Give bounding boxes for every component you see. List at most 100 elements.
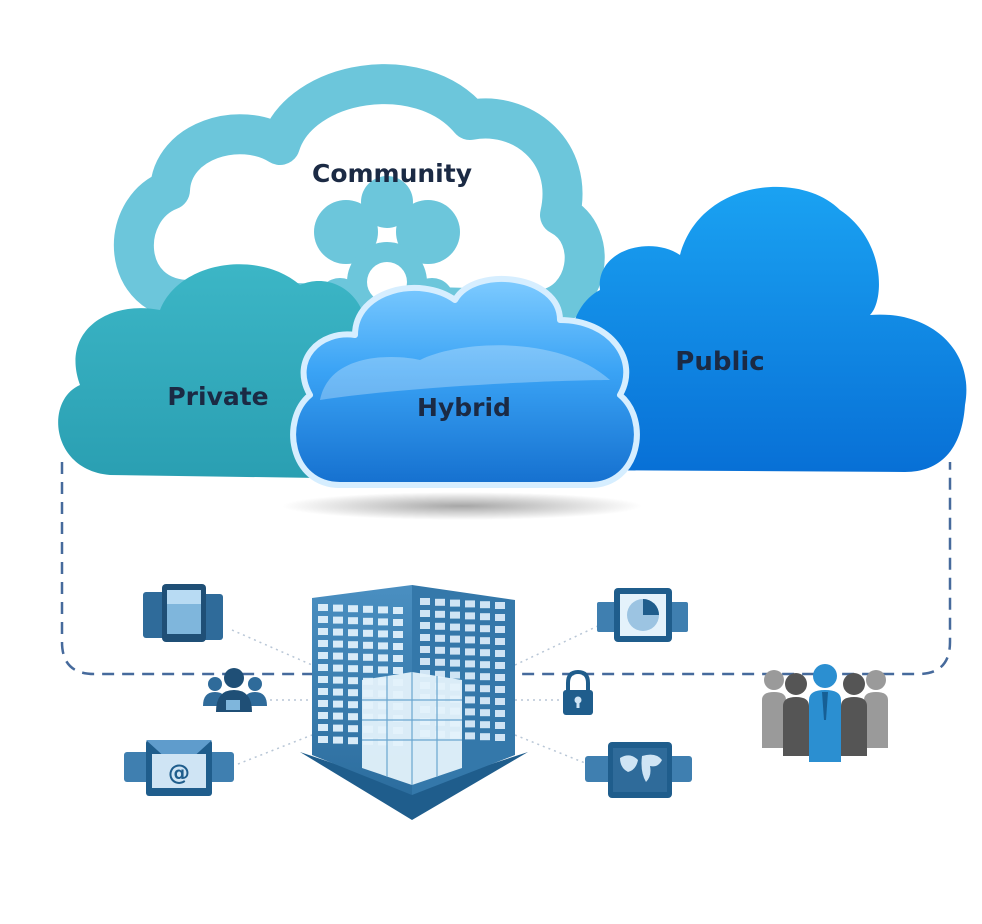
building-window (420, 634, 430, 641)
building-window (348, 701, 358, 709)
building-window (435, 598, 445, 606)
building-window (495, 614, 505, 621)
building-window (393, 643, 403, 650)
building-window (495, 710, 505, 717)
building-window (378, 606, 388, 614)
building-window (378, 666, 388, 674)
building-window (363, 653, 373, 661)
building-window (393, 607, 403, 614)
building-window (435, 670, 445, 678)
building-window (333, 724, 343, 732)
building-window (393, 631, 403, 638)
building-window (378, 618, 388, 626)
building-window (465, 648, 475, 656)
building-window (348, 713, 358, 721)
building-window (348, 617, 358, 625)
building-window (318, 736, 328, 743)
public-cloud: Public (534, 186, 967, 473)
building-window (348, 665, 358, 673)
building-window (318, 640, 328, 647)
building-window (318, 664, 328, 671)
building-window (348, 677, 358, 685)
building-window (348, 689, 358, 697)
building-window (450, 635, 460, 643)
pie-chart-report-icon (597, 588, 688, 642)
building-window (465, 612, 475, 620)
building-window (450, 647, 460, 655)
email-icon: @ (124, 740, 234, 796)
building-window (480, 733, 490, 741)
hybrid-label: Hybrid (417, 393, 511, 422)
connector-lines (231, 624, 601, 766)
building-window (318, 652, 328, 659)
building-window (450, 611, 460, 619)
building-window (318, 676, 328, 683)
building-window (318, 700, 328, 707)
building-window (465, 672, 475, 680)
building-window (465, 624, 475, 632)
building-window (318, 604, 328, 611)
building-window (318, 628, 328, 635)
building-window (495, 662, 505, 669)
building-window (378, 642, 388, 650)
building-window (480, 601, 490, 609)
building-window (333, 736, 343, 744)
building-window (363, 629, 373, 637)
building-window (348, 605, 358, 613)
building-window (393, 619, 403, 626)
building-window (318, 712, 328, 719)
building-window (495, 638, 505, 645)
building-window (435, 634, 445, 642)
building-window (450, 671, 460, 679)
building-window (378, 654, 388, 662)
building-window (450, 659, 460, 667)
building-window (333, 700, 343, 708)
building-window (333, 604, 343, 612)
building-window (480, 625, 490, 633)
public-label: Public (675, 347, 764, 377)
office-building-icon (300, 585, 528, 820)
building-window (495, 734, 505, 741)
building-window (465, 732, 475, 740)
building-window (495, 698, 505, 705)
building-window (465, 660, 475, 668)
svg-text:@: @ (168, 761, 190, 786)
building-window (363, 641, 373, 649)
building-window (348, 641, 358, 649)
private-label: Private (167, 382, 268, 411)
building-window (465, 684, 475, 692)
building-window (480, 709, 490, 717)
user-group-icon (203, 668, 267, 712)
building-window (348, 725, 358, 733)
building-window (393, 667, 403, 674)
community-label: Community (312, 159, 472, 188)
building-window (333, 712, 343, 720)
hybrid-cloud: Hybrid (282, 276, 642, 520)
building-window (420, 646, 430, 653)
building-window (450, 599, 460, 607)
building-window (480, 637, 490, 645)
building-window (318, 724, 328, 731)
building-window (420, 658, 430, 665)
building-window (333, 640, 343, 648)
building-window (495, 602, 505, 609)
building-window (480, 673, 490, 681)
lock-icon (563, 669, 593, 715)
building-window (465, 636, 475, 644)
building-window (420, 622, 430, 629)
building-window (333, 652, 343, 660)
building-window (450, 623, 460, 631)
building-window (495, 686, 505, 693)
building-window (393, 655, 403, 662)
building-window (420, 598, 430, 605)
building-window (495, 650, 505, 657)
building-window (480, 613, 490, 621)
building-window (480, 685, 490, 693)
building-window (420, 670, 430, 677)
mobile-devices-icon (143, 584, 223, 642)
building-window (495, 626, 505, 633)
world-map-icon (585, 742, 692, 798)
building-window (363, 665, 373, 673)
building-window (480, 721, 490, 729)
building-window (378, 630, 388, 638)
